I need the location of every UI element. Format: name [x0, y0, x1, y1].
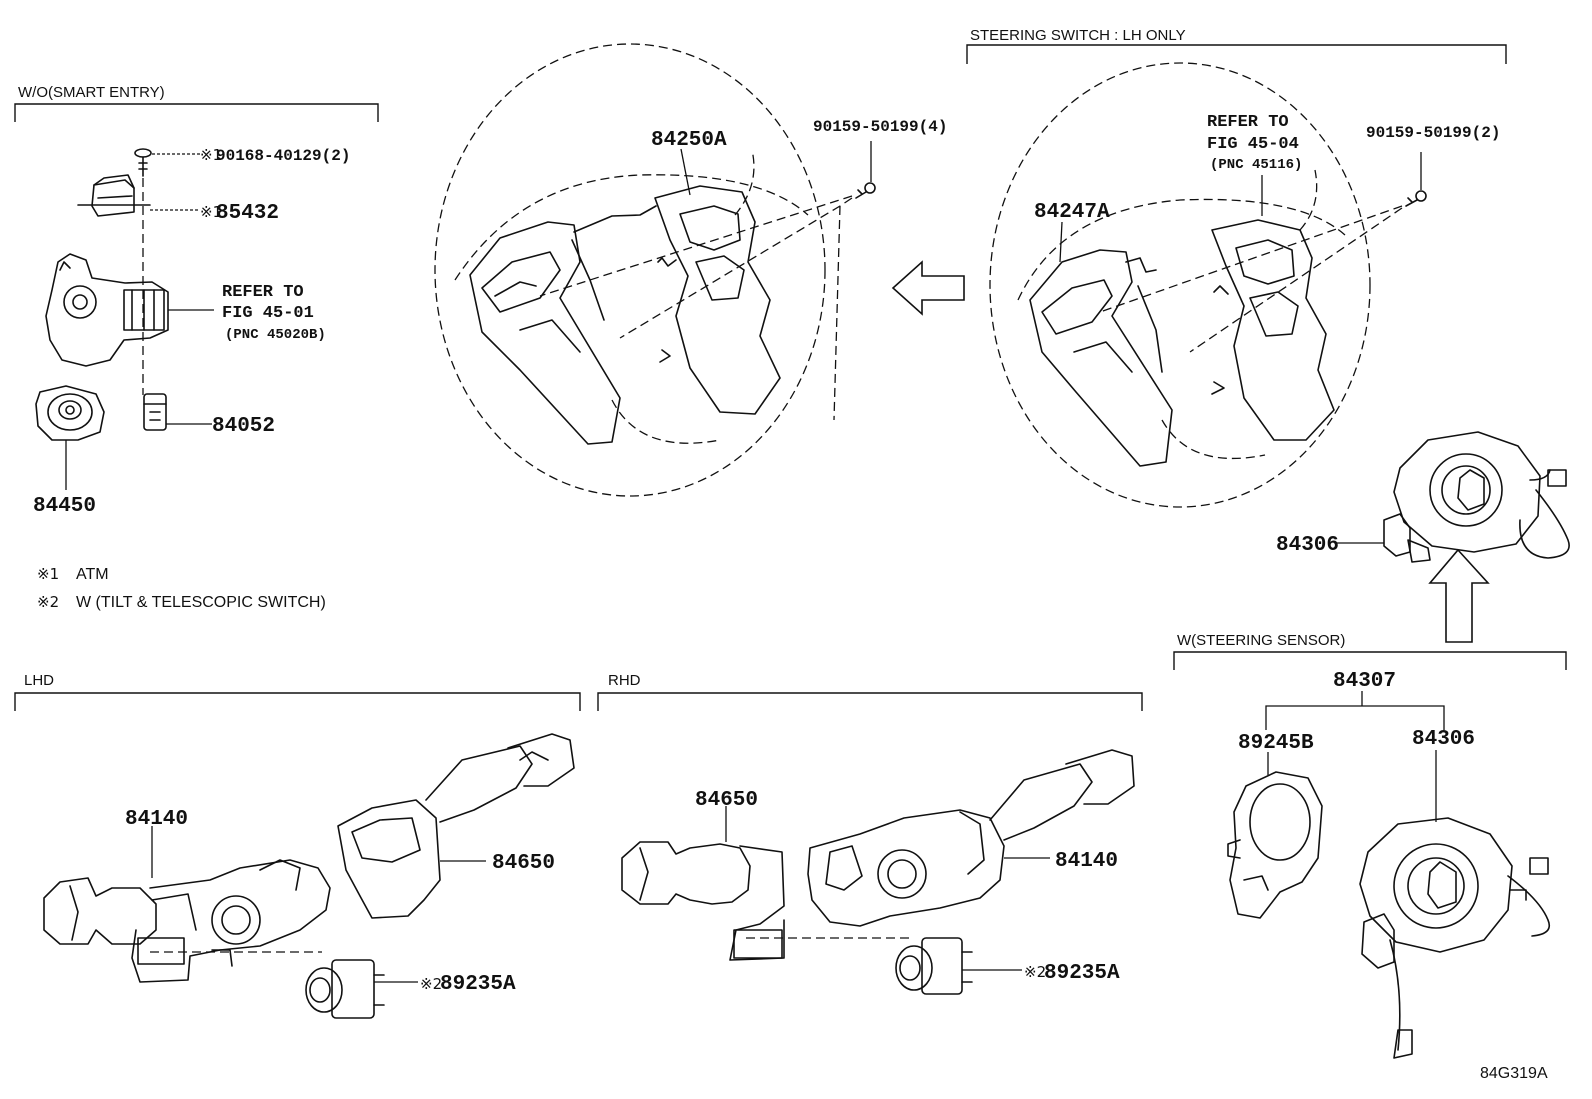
arrow-up	[1428, 548, 1490, 643]
note-2-mark: ※2	[37, 593, 59, 611]
ref-fig-45-04-line2: FIG 45-04	[1207, 135, 1299, 154]
part-label-84250A: 84250A	[651, 129, 727, 152]
tilt-telescopic-switch-89235A-rhd	[895, 937, 973, 995]
part-84052-switch	[143, 393, 167, 431]
section-label-wo-smart-entry: W/O(SMART ENTRY)	[18, 84, 165, 101]
spiral-cable-84306-low	[1359, 817, 1551, 1059]
ref-fig-45-04-line3: (PNC 45116)	[1210, 157, 1302, 173]
part-label-84306-low: 84306	[1412, 728, 1475, 751]
part-label-90159-50199-2: 90159-50199(2)	[1366, 124, 1500, 142]
part-label-84140-rhd: 84140	[1055, 850, 1118, 873]
note-1-mark: ※1	[37, 565, 59, 583]
spiral-cable-84306-top	[1383, 431, 1570, 563]
part-label-84052: 84052	[212, 415, 275, 438]
part-label-84140-lhd: 84140	[125, 808, 188, 831]
ref-fig-45-01-line2: FIG 45-01	[222, 304, 314, 323]
part-label-84247A: 84247A	[1034, 201, 1110, 224]
bracket-steering-switch-lh: STEERING SWITCH : LH ONLY	[966, 27, 1507, 64]
bracket-rhd: RHD	[597, 672, 1143, 711]
mark-tilt-rhd: ※2	[1024, 963, 1046, 981]
steering-switch-84250A	[469, 185, 781, 445]
part-label-90159-50199-4: 90159-50199(4)	[813, 118, 947, 136]
bracket-lhd: LHD	[14, 672, 581, 711]
note-2-text: W (TILT & TELESCOPIC SWITCH)	[76, 594, 326, 611]
ignition-lock-housing	[45, 253, 169, 367]
part-label-89245B: 89245B	[1238, 732, 1314, 755]
part-label-84306-top: 84306	[1276, 534, 1339, 557]
part-label-84307: 84307	[1333, 670, 1396, 693]
part-84450-ignition-switch	[35, 385, 105, 441]
note-1-text: ATM	[76, 566, 109, 583]
bracket-wo-smart-entry: W/O(SMART ENTRY)	[14, 84, 379, 122]
ref-fig-45-04-line1: REFER TO	[1207, 113, 1289, 132]
part-label-84650-lhd: 84650	[492, 852, 555, 875]
part-label-84650-rhd: 84650	[695, 789, 758, 812]
part-label-89235A-lhd: 89235A	[440, 973, 516, 996]
section-label-rhd: RHD	[608, 672, 641, 689]
wiper-switch-84650-rhd	[621, 841, 785, 961]
screw-90159-2	[1405, 190, 1427, 207]
combination-switch-84140-lhd	[43, 859, 331, 983]
ref-fig-45-01-line1: REFER TO	[222, 283, 304, 302]
steering-wheel-center	[434, 43, 826, 497]
tilt-telescopic-switch-89235A-lhd	[305, 959, 385, 1019]
mark-atm-90168: ※1	[200, 146, 222, 164]
wiper-switch-84650-lhd	[337, 733, 575, 919]
section-label-lhd: LHD	[24, 672, 54, 689]
part-label-89235A-rhd: 89235A	[1044, 962, 1120, 985]
part-85432-amplifier	[77, 174, 151, 217]
diagram-id: 84G319A	[1480, 1065, 1548, 1082]
part-label-90168-40129: 90168-40129(2)	[216, 147, 350, 165]
section-label-steering-switch-lh: STEERING SWITCH : LH ONLY	[970, 27, 1186, 44]
bracket-w-steering-sensor: W(STEERING SENSOR)	[1173, 632, 1567, 670]
section-label-w-steering-sensor: W(STEERING SENSOR)	[1177, 632, 1345, 649]
arrow-left	[891, 260, 965, 316]
combination-switch-84140-rhd	[807, 749, 1135, 927]
part-label-85432: 85432	[216, 202, 279, 225]
steering-switch-84247A	[1029, 219, 1335, 467]
part-label-84450: 84450	[33, 495, 96, 518]
steering-wheel-right	[989, 62, 1371, 508]
screw-90168	[134, 148, 152, 177]
steering-sensor-89245B	[1227, 771, 1323, 919]
mark-tilt-lhd: ※2	[420, 975, 442, 993]
ref-fig-45-01-line3: (PNC 45020B)	[225, 327, 326, 343]
screw-90159-4	[855, 182, 876, 199]
mark-atm-85432: ※1	[200, 203, 222, 221]
